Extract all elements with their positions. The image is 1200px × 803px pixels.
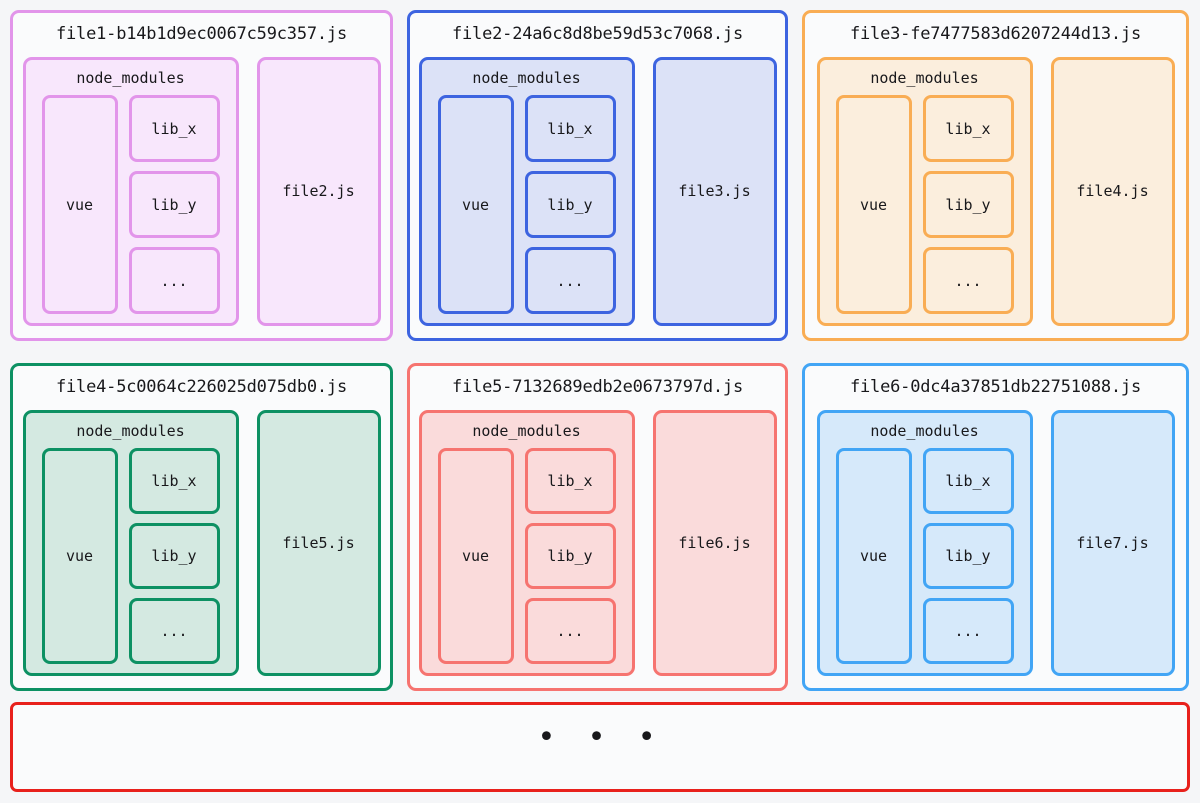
lib-box-y: lib_y	[524, 171, 616, 238]
lib-box-more: ...	[524, 247, 616, 314]
lib-stack: lib_x lib_y ...	[128, 95, 220, 314]
file-card[interactable]: file4-5c0064c226025d075db0.js node_modul…	[10, 363, 393, 691]
node-modules-label: node_modules	[76, 68, 185, 87]
file-card-title: file4-5c0064c226025d075db0.js	[55, 377, 347, 397]
dependent-file-box: file3.js	[652, 56, 777, 326]
node-modules-body: vue lib_x lib_y ...	[829, 95, 1021, 314]
file-card-body: node_modules vue lib_x lib_y ... file5.j…	[22, 409, 381, 676]
dependent-file-box: file2.js	[256, 56, 381, 326]
lib-stack: lib_x lib_y ...	[922, 95, 1014, 314]
node-modules-box: node_modules vue lib_x lib_y ...	[22, 409, 239, 676]
lib-box-x: lib_x	[524, 448, 616, 514]
node-modules-box: node_modules vue lib_x lib_y ...	[816, 409, 1033, 676]
dependent-file-box: file5.js	[256, 409, 381, 676]
lib-stack: lib_x lib_y ...	[922, 448, 1014, 664]
lib-box-y: lib_y	[922, 523, 1014, 589]
file-card[interactable]: file1-b14b1d9ec0067c59c357.js node_modul…	[10, 10, 393, 341]
lib-stack: lib_x lib_y ...	[128, 448, 220, 664]
lib-box-x: lib_x	[922, 448, 1014, 514]
node-modules-body: vue lib_x lib_y ...	[431, 95, 623, 314]
file-card-body: node_modules vue lib_x lib_y ... file4.j…	[816, 56, 1175, 326]
node-modules-box: node_modules vue lib_x lib_y ...	[418, 56, 635, 326]
node-modules-label: node_modules	[76, 421, 185, 440]
file-card-body: node_modules vue lib_x lib_y ... file6.j…	[418, 409, 777, 676]
dependent-file-box: file6.js	[652, 409, 777, 676]
file-card-title: file3-fe7477583d6207244d13.js	[849, 24, 1141, 44]
node-modules-label: node_modules	[472, 421, 581, 440]
file-card[interactable]: file5-7132689edb2e0673797d.js node_modul…	[407, 363, 788, 691]
dependent-file-box: file7.js	[1050, 409, 1175, 676]
lib-box-x: lib_x	[128, 448, 220, 514]
node-modules-box: node_modules vue lib_x lib_y ...	[418, 409, 635, 676]
node-modules-label: node_modules	[870, 68, 979, 87]
file-card-grid: file1-b14b1d9ec0067c59c357.js node_modul…	[10, 10, 1190, 691]
lib-stack: lib_x lib_y ...	[524, 448, 616, 664]
node-modules-box: node_modules vue lib_x lib_y ...	[22, 56, 239, 326]
file-card-body: node_modules vue lib_x lib_y ... file2.j…	[22, 56, 381, 326]
node-modules-body: vue lib_x lib_y ...	[35, 448, 227, 664]
vue-package-box: vue	[835, 95, 912, 314]
node-modules-box: node_modules vue lib_x lib_y ...	[816, 56, 1033, 326]
file-card-title: file1-b14b1d9ec0067c59c357.js	[55, 24, 347, 44]
file-card-title: file2-24a6c8d8be59d53c7068.js	[451, 24, 743, 44]
lib-box-more: ...	[128, 598, 220, 664]
vue-package-box: vue	[41, 448, 118, 664]
lib-box-y: lib_y	[128, 523, 220, 589]
node-modules-label: node_modules	[870, 421, 979, 440]
dependent-file-box: file4.js	[1050, 56, 1175, 326]
file-card[interactable]: file3-fe7477583d6207244d13.js node_modul…	[802, 10, 1189, 341]
lib-box-y: lib_y	[922, 171, 1014, 238]
lib-box-x: lib_x	[524, 95, 616, 162]
vue-package-box: vue	[437, 448, 514, 664]
lib-stack: lib_x lib_y ...	[524, 95, 616, 314]
overflow-bar[interactable]: • • •	[10, 702, 1190, 792]
lib-box-more: ...	[128, 247, 220, 314]
node-modules-label: node_modules	[472, 68, 581, 87]
overflow-ellipsis: • • •	[537, 720, 663, 755]
file-card[interactable]: file2-24a6c8d8be59d53c7068.js node_modul…	[407, 10, 788, 341]
vue-package-box: vue	[835, 448, 912, 664]
lib-box-x: lib_x	[922, 95, 1014, 162]
node-modules-body: vue lib_x lib_y ...	[829, 448, 1021, 664]
lib-box-more: ...	[922, 598, 1014, 664]
node-modules-body: vue lib_x lib_y ...	[35, 95, 227, 314]
lib-box-x: lib_x	[128, 95, 220, 162]
file-card-title: file5-7132689edb2e0673797d.js	[451, 377, 743, 397]
vue-package-box: vue	[41, 95, 118, 314]
lib-box-more: ...	[524, 598, 616, 664]
lib-box-y: lib_y	[524, 523, 616, 589]
file-card-title: file6-0dc4a37851db22751088.js	[849, 377, 1141, 397]
file-card-body: node_modules vue lib_x lib_y ... file3.j…	[418, 56, 777, 326]
file-card-body: node_modules vue lib_x lib_y ... file7.j…	[816, 409, 1175, 676]
lib-box-y: lib_y	[128, 171, 220, 238]
node-modules-body: vue lib_x lib_y ...	[431, 448, 623, 664]
lib-box-more: ...	[922, 247, 1014, 314]
file-card[interactable]: file6-0dc4a37851db22751088.js node_modul…	[802, 363, 1189, 691]
vue-package-box: vue	[437, 95, 514, 314]
